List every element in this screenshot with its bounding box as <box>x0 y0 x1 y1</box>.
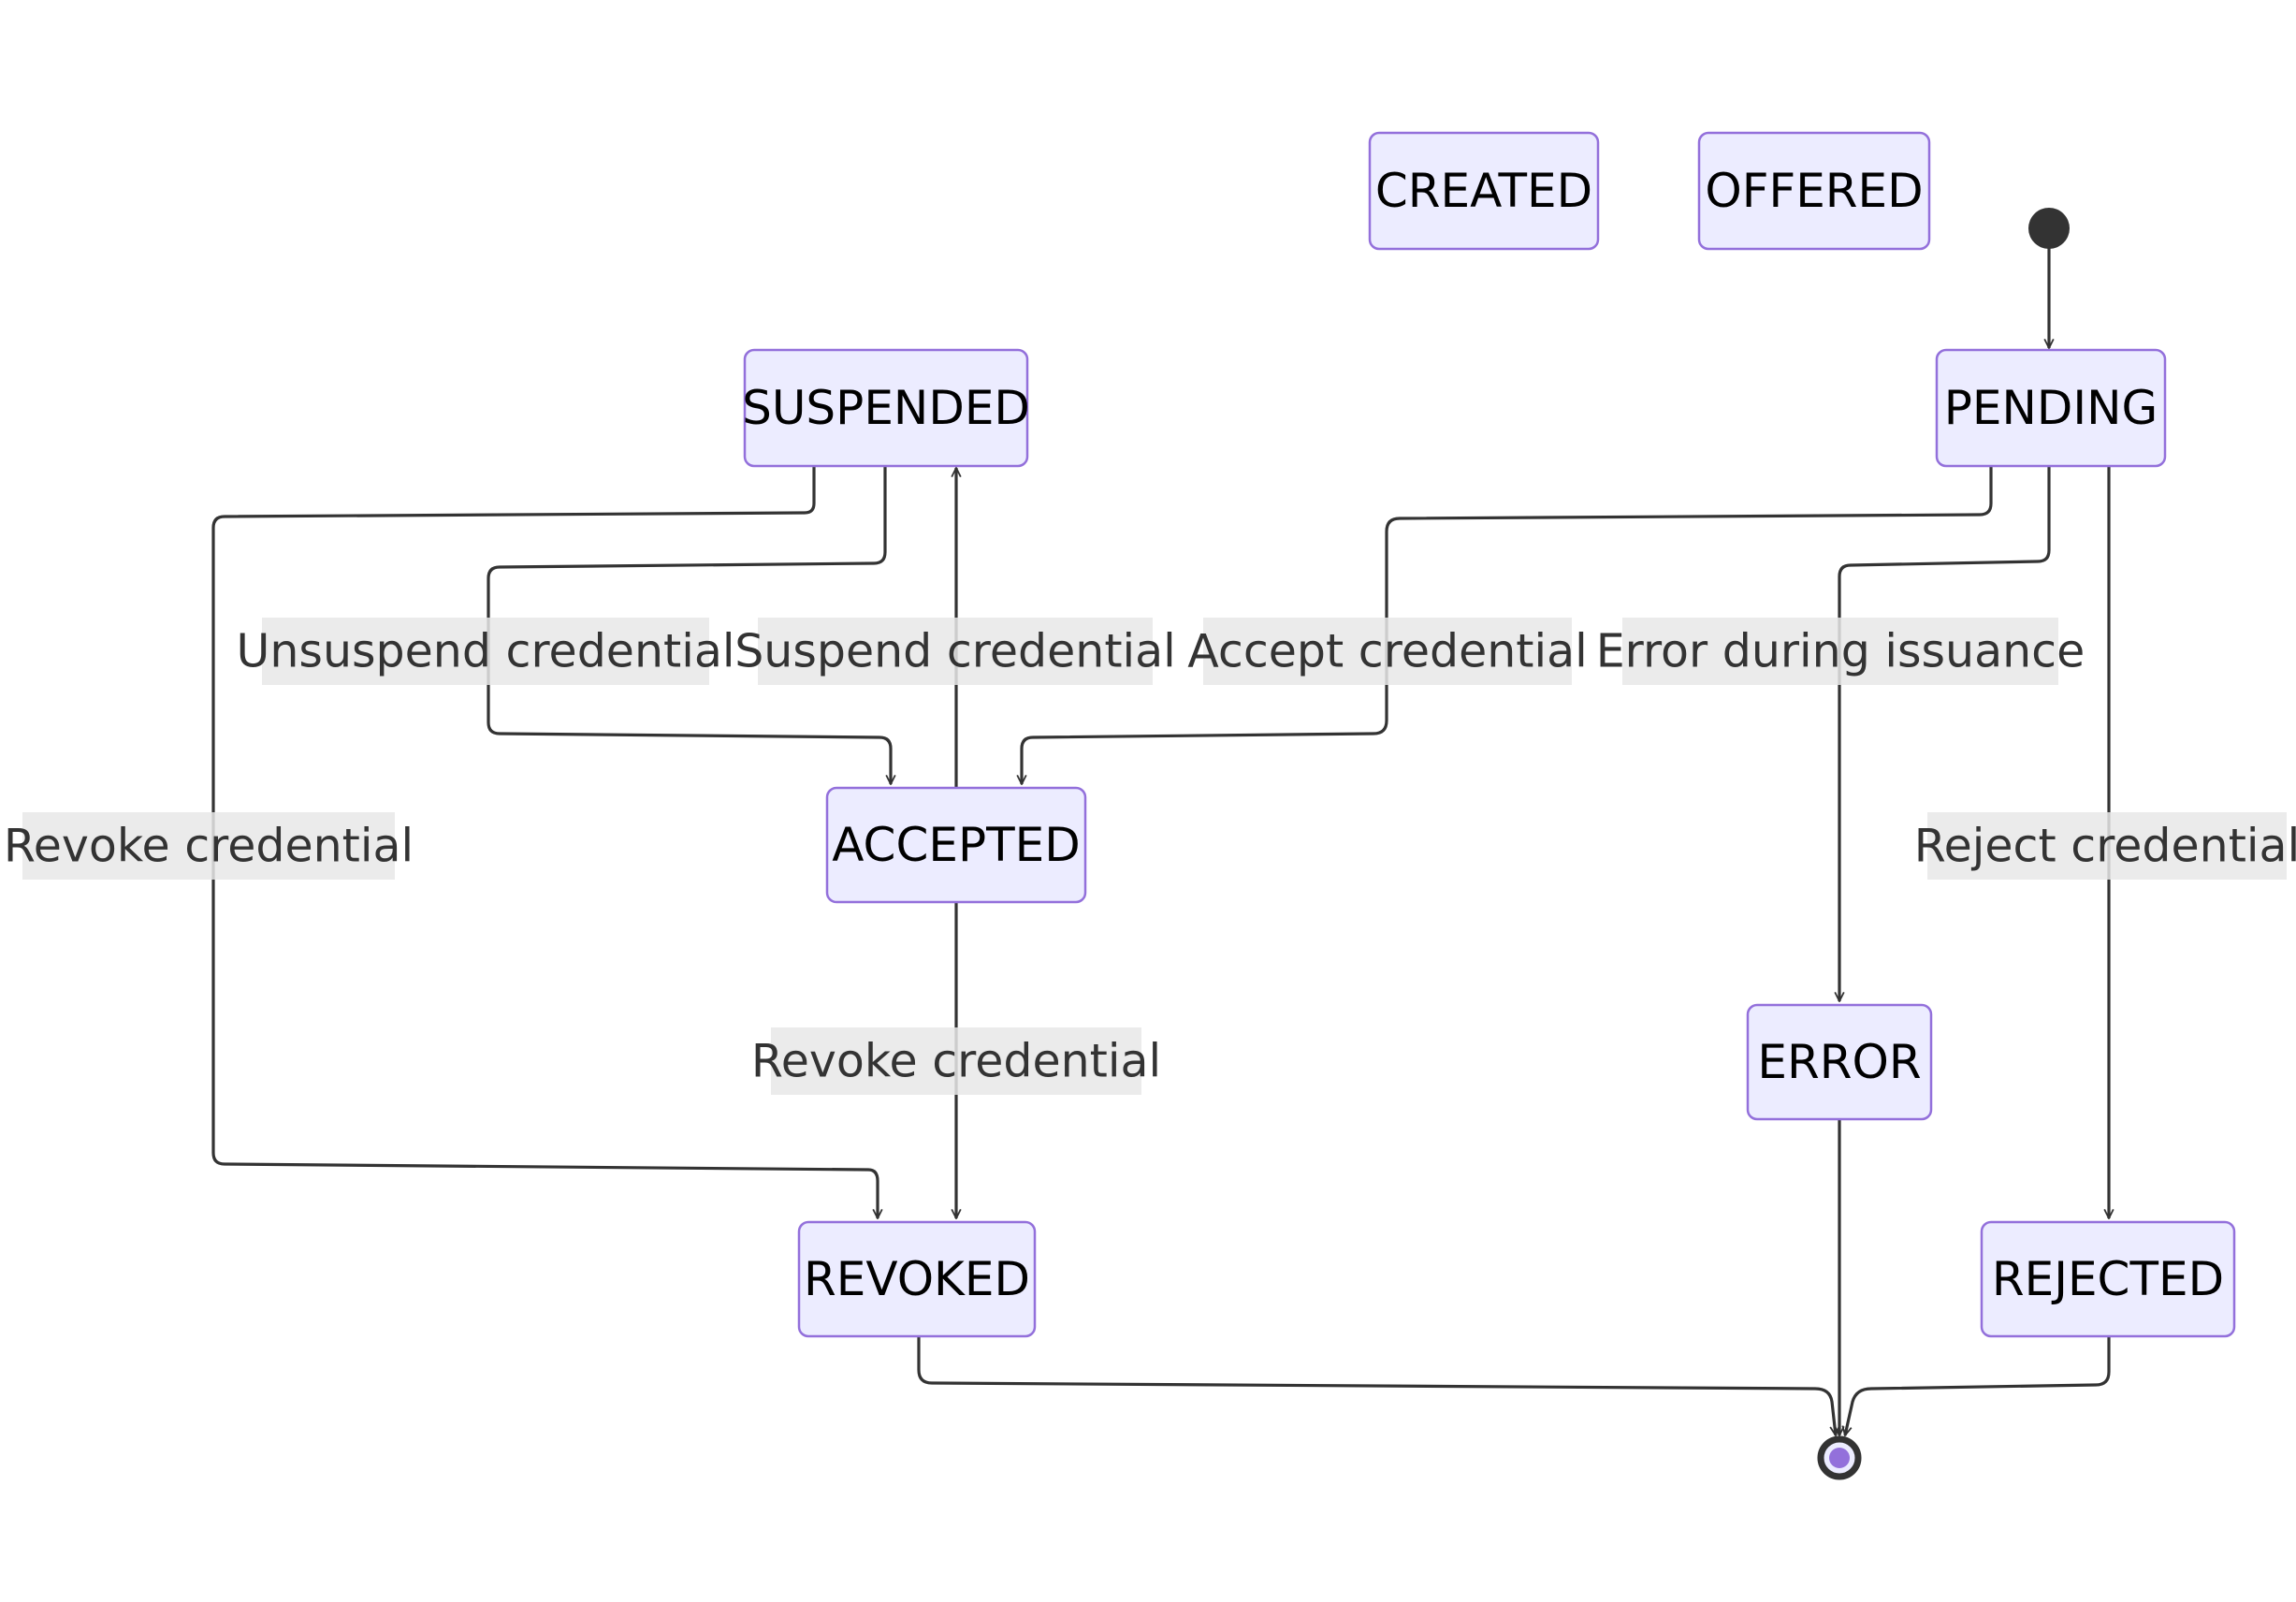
label-accept-credential: Accept credential <box>1187 618 1588 685</box>
state-accepted[interactable]: ACCEPTED <box>825 786 1087 904</box>
label-revoke-center-text: Revoke credential <box>751 1035 1161 1088</box>
state-rejected[interactable]: REJECTED <box>1980 1220 2236 1338</box>
state-error[interactable]: ERROR <box>1746 1003 1933 1121</box>
state-created[interactable]: CREATED <box>1368 131 1600 251</box>
edge-rejected-to-end <box>1845 1336 2111 1435</box>
label-revoke-credential-center: Revoke credential <box>751 1027 1161 1095</box>
state-suspended[interactable]: SUSPENDED <box>742 348 1030 468</box>
label-accept-text: Accept credential <box>1187 625 1588 678</box>
label-revoke-credential-left: Revoke credential <box>4 812 414 880</box>
state-created-label: CREATED <box>1375 164 1592 218</box>
label-error-during-issuance: Error during issuance <box>1596 618 2085 685</box>
state-offered-label: OFFERED <box>1705 164 1923 218</box>
edge-pending-to-error <box>1839 466 2051 1001</box>
state-pending-label: PENDING <box>1944 381 2158 435</box>
edge-labels: Unsuspend credential Suspend credential … <box>4 618 2296 1095</box>
label-suspend-text: Suspend credential <box>734 625 1176 678</box>
state-pending[interactable]: PENDING <box>1935 348 2167 468</box>
label-reject-text: Reject credential <box>1914 820 2296 873</box>
state-revoked-label: REVOKED <box>804 1252 1030 1306</box>
end-state-icon <box>1817 1435 1862 1480</box>
label-reject-credential: Reject credential <box>1914 812 2296 880</box>
start-state-icon <box>2028 208 2070 249</box>
state-accepted-label: ACCEPTED <box>832 818 1081 872</box>
state-offered[interactable]: OFFERED <box>1697 131 1931 251</box>
label-error-text: Error during issuance <box>1596 625 2085 678</box>
state-suspended-label: SUSPENDED <box>742 381 1030 435</box>
state-rejected-label: REJECTED <box>1992 1252 2224 1306</box>
label-unsuspend-credential: Unsuspend credential <box>237 618 735 685</box>
edges <box>211 232 2111 1435</box>
state-revoked[interactable]: REVOKED <box>797 1220 1037 1338</box>
state-error-label: ERROR <box>1757 1035 1921 1089</box>
label-unsuspend-text: Unsuspend credential <box>237 625 735 678</box>
edge-revoked-to-end <box>917 1336 1836 1435</box>
states: CREATED OFFERED PENDING SUSPENDED ACCEPT… <box>742 131 2236 1338</box>
label-suspend-credential: Suspend credential <box>734 618 1176 685</box>
label-revoke-left-text: Revoke credential <box>4 820 414 873</box>
